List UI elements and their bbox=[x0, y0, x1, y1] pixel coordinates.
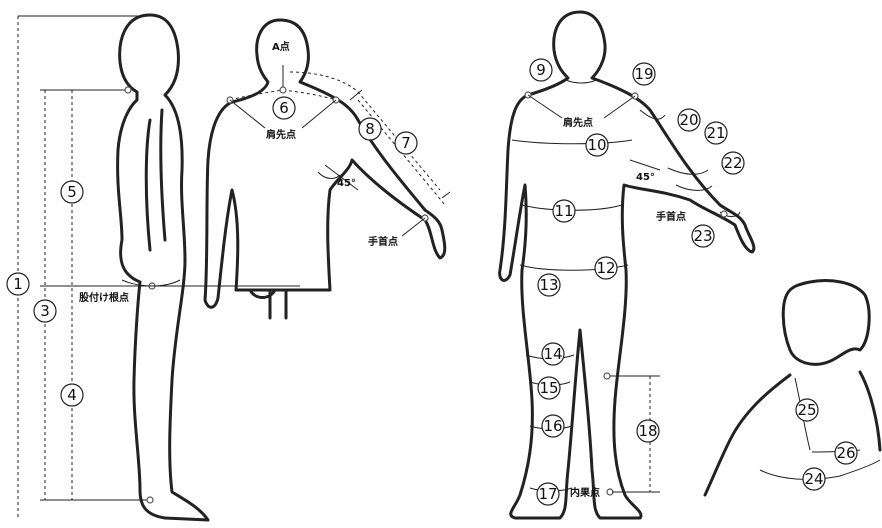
marker-19: 19 bbox=[633, 63, 655, 85]
marker-12: 12 bbox=[595, 257, 617, 279]
label-shoulder-point-front: 肩先点 bbox=[563, 116, 593, 129]
label-wrist-point-back: 手首点 bbox=[368, 235, 398, 248]
bust-figure bbox=[705, 281, 880, 495]
marker-17: 17 bbox=[537, 483, 559, 505]
svg-text:20: 20 bbox=[679, 111, 698, 129]
marker-13: 13 bbox=[538, 274, 560, 296]
svg-text:4: 4 bbox=[67, 386, 77, 404]
marker-7: 7 bbox=[395, 132, 417, 154]
marker-8: 8 bbox=[359, 118, 381, 140]
svg-text:13: 13 bbox=[539, 276, 558, 294]
svg-text:21: 21 bbox=[706, 124, 725, 142]
label-shoulder-point-back: 肩先点 bbox=[266, 128, 296, 141]
svg-text:16: 16 bbox=[543, 417, 562, 435]
marker-22: 22 bbox=[722, 152, 744, 174]
label-crotch-point: 股付け根点 bbox=[79, 291, 129, 304]
svg-text:17: 17 bbox=[538, 485, 557, 503]
svg-text:22: 22 bbox=[723, 154, 742, 172]
svg-text:3: 3 bbox=[40, 302, 50, 320]
marker-3: 3 bbox=[34, 300, 56, 322]
label-a-point: A点 bbox=[272, 40, 290, 53]
svg-text:8: 8 bbox=[365, 120, 375, 138]
back-view-figure bbox=[205, 20, 445, 318]
svg-text:26: 26 bbox=[836, 444, 855, 462]
svg-text:14: 14 bbox=[543, 345, 562, 363]
svg-text:15: 15 bbox=[539, 379, 558, 397]
svg-text:1: 1 bbox=[13, 275, 23, 293]
label-ankle-point: 内果点 bbox=[570, 486, 600, 499]
marker-11: 11 bbox=[553, 200, 575, 222]
measurement-lines bbox=[18, 16, 860, 518]
svg-text:9: 9 bbox=[536, 61, 546, 79]
marker-14: 14 bbox=[542, 343, 564, 365]
marker-21: 21 bbox=[705, 122, 727, 144]
marker-1: 1 bbox=[7, 273, 29, 295]
svg-text:6: 6 bbox=[279, 99, 289, 117]
svg-text:18: 18 bbox=[638, 422, 657, 440]
marker-4: 4 bbox=[61, 384, 83, 406]
marker-10: 10 bbox=[586, 134, 608, 156]
svg-text:23: 23 bbox=[693, 227, 712, 245]
marker-24: 24 bbox=[803, 468, 825, 490]
svg-text:5: 5 bbox=[67, 183, 77, 201]
svg-text:11: 11 bbox=[554, 202, 573, 220]
marker-6: 6 bbox=[273, 97, 295, 119]
svg-text:10: 10 bbox=[587, 136, 606, 154]
marker-23: 23 bbox=[692, 225, 714, 247]
marker-16: 16 bbox=[542, 415, 564, 437]
marker-15: 15 bbox=[538, 377, 560, 399]
label-angle-back: 45° bbox=[337, 178, 356, 189]
label-wrist-point-front: 手首点 bbox=[656, 210, 686, 223]
svg-text:19: 19 bbox=[634, 65, 653, 83]
marker-25: 25 bbox=[796, 399, 818, 421]
svg-text:24: 24 bbox=[804, 470, 823, 488]
marker-9: 9 bbox=[530, 59, 552, 81]
svg-text:7: 7 bbox=[401, 134, 411, 152]
svg-text:12: 12 bbox=[596, 259, 615, 277]
marker-20: 20 bbox=[678, 109, 700, 131]
label-angle-front: 45° bbox=[636, 172, 655, 183]
svg-text:25: 25 bbox=[797, 401, 816, 419]
marker-5: 5 bbox=[61, 181, 83, 203]
marker-26: 26 bbox=[835, 442, 857, 464]
marker-18: 18 bbox=[637, 420, 659, 442]
